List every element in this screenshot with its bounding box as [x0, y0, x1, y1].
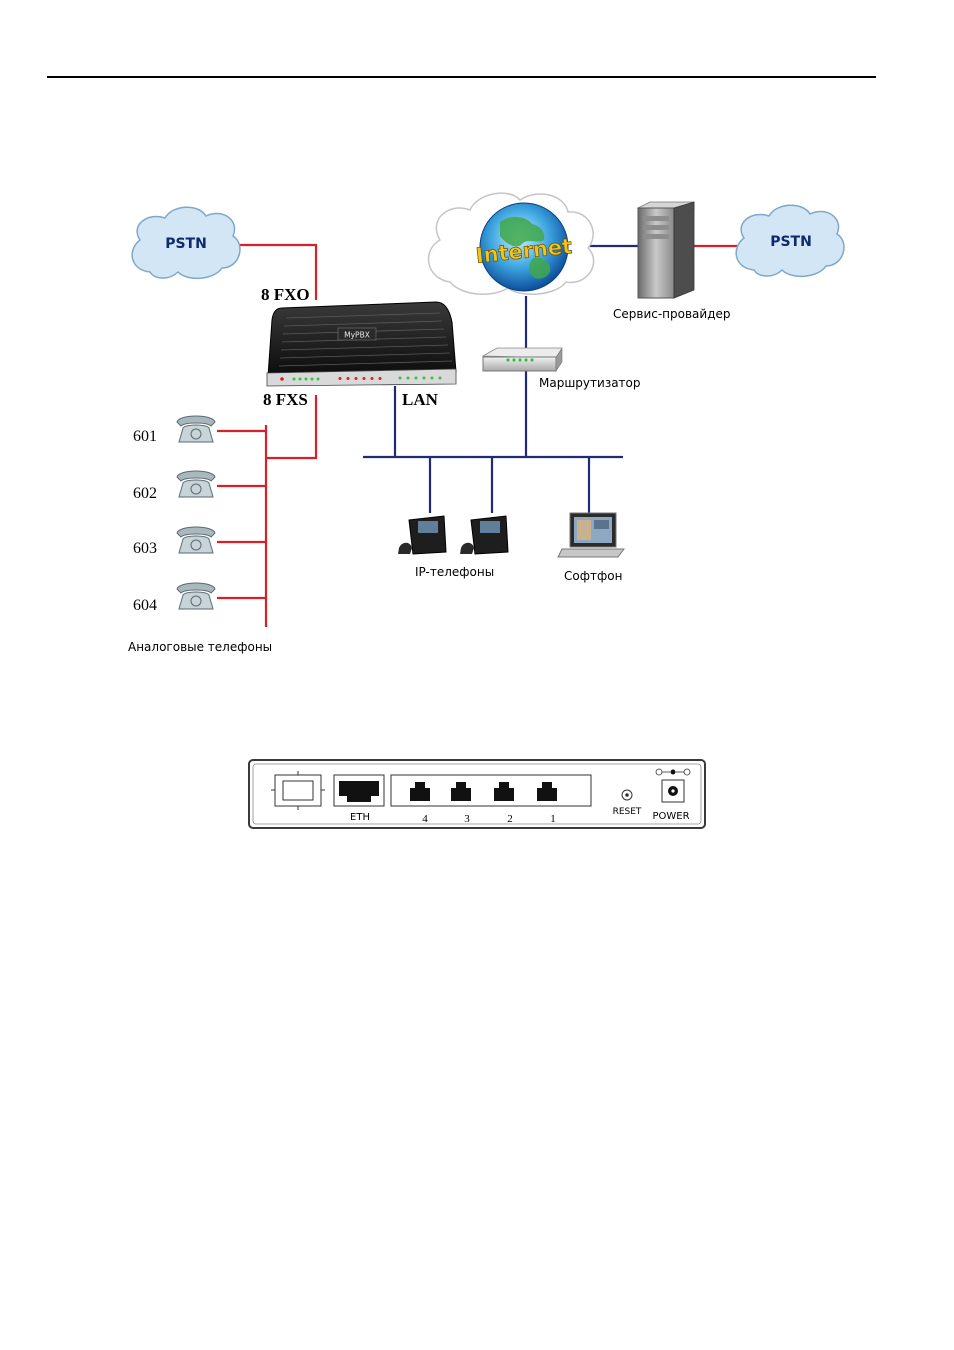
power-polarity-icon	[655, 768, 691, 776]
pbx-brand: MyPBX	[344, 331, 370, 340]
analog-phone-icon	[178, 591, 214, 610]
server-front	[637, 207, 675, 299]
port-label-3: 3	[464, 813, 470, 825]
lan-ports-box	[390, 774, 592, 807]
pbx-brand-plate	[337, 327, 377, 341]
server-side	[673, 201, 695, 299]
pbx-front-leds	[280, 376, 442, 381]
lan-port-1-icon	[537, 782, 557, 801]
eth-label: ETH	[350, 812, 370, 823]
router-led-3	[518, 358, 522, 362]
lan-label: LAN	[402, 390, 439, 409]
extension-604: 604	[133, 597, 157, 614]
router-side	[555, 348, 563, 372]
analog-phone-icon	[178, 535, 214, 554]
pstn-right-label: PSTN	[770, 234, 812, 250]
pstn-wires	[217, 243, 742, 627]
back-panel: ETH 4 3 2 1 RESET POWER	[248, 759, 706, 829]
ip-phone-1	[398, 515, 447, 555]
lan-port-3-icon	[451, 782, 471, 801]
analog-phones-label: Аналоговые телефоны	[128, 640, 272, 654]
power-jack-box	[661, 779, 685, 803]
analog-phone-603	[176, 526, 216, 554]
globe-continents	[500, 216, 551, 279]
server-icon	[636, 201, 695, 299]
reset-label: RESET	[613, 807, 642, 817]
server-drive-3	[643, 234, 669, 239]
laptop-icon	[557, 512, 625, 558]
service-provider-label: Сервис-провайдер	[613, 307, 731, 321]
pstn-left-label: PSTN	[165, 236, 207, 252]
pbx-device: MyPBX	[266, 301, 457, 387]
fxs-label: 8 FXS	[263, 390, 308, 409]
cloud-shape-left	[131, 206, 241, 280]
router-led-2	[512, 358, 516, 362]
port-label-2: 2	[507, 813, 513, 825]
analog-phone-icon	[178, 479, 214, 498]
server-drive-1	[643, 216, 669, 221]
port-label-1: 1	[550, 813, 556, 825]
power-label: POWER	[652, 811, 689, 822]
lan-wires	[363, 244, 638, 513]
ip-phones-label: IP-телефоны	[415, 565, 494, 579]
eth-port-icon	[339, 781, 379, 802]
pbx-front	[266, 368, 457, 387]
lan-port-2-icon	[494, 782, 514, 801]
extension-601: 601	[133, 428, 157, 445]
softphone-label: Софтфон	[564, 569, 622, 583]
reset-button-icon	[621, 789, 633, 801]
fxs-wire	[266, 395, 318, 460]
router-led-4	[524, 358, 528, 362]
router-led-1	[506, 358, 510, 362]
extension-603: 603	[133, 540, 157, 557]
eth-box	[333, 774, 385, 807]
server-drive-2	[643, 225, 669, 230]
pstn-left-wire	[234, 243, 318, 300]
lan-port-4-icon	[410, 782, 430, 801]
laptop-base	[557, 548, 625, 558]
pstn-right-cloud: PSTN	[735, 204, 845, 278]
router-led-5	[530, 358, 534, 362]
router-label: Маршрутизатор	[539, 376, 641, 390]
ip-phone-2	[460, 515, 509, 555]
router-icon	[481, 347, 563, 372]
mount-icon	[271, 771, 325, 810]
extension-602: 602	[133, 485, 157, 502]
back-panel-frame	[248, 759, 706, 829]
internet-cloud: Internet	[427, 192, 595, 295]
pstn-left-cloud: PSTN	[131, 206, 241, 280]
port-label-4: 4	[422, 813, 428, 825]
fxo-label: 8 FXO	[261, 285, 310, 304]
analog-phone-602	[176, 470, 216, 498]
analog-phone-604	[176, 582, 216, 610]
cloud-shape-right	[735, 204, 845, 278]
analog-phone-icon	[178, 424, 214, 443]
analog-phone-601	[176, 415, 216, 443]
back-panel-inner	[252, 763, 702, 825]
